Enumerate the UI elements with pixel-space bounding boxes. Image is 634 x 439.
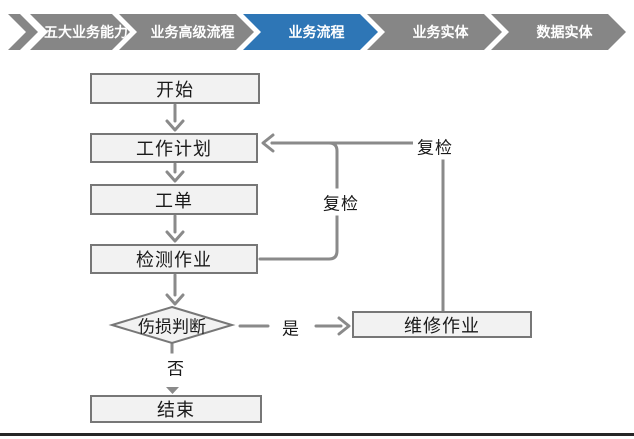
nav-step-label: 业务实体 (412, 24, 469, 40)
flow-node-inspect: 检测作业 (90, 244, 258, 274)
edge-label-recheck-inspect: 复检 (319, 188, 363, 216)
flow-node-label: 工作计划 (136, 139, 212, 159)
nav-step-business-process[interactable]: 业务流程 (243, 14, 378, 50)
flow-node-label: 开始 (156, 79, 194, 100)
flow-node-label: 维修作业 (404, 315, 480, 336)
nav-step-label: 业务流程 (288, 24, 345, 40)
flow-node-label: 工单 (155, 190, 193, 211)
nav-step-business-entity[interactable]: 业务实体 (367, 14, 502, 50)
flow-node-order: 工单 (90, 184, 258, 215)
slide-bottom-border (0, 433, 634, 436)
flow-node-start: 开始 (90, 73, 260, 104)
arrowhead-down-icon (165, 293, 185, 306)
edge-repair-recheck (270, 141, 445, 313)
flow-node-repair: 维修作业 (352, 311, 532, 338)
arrowhead-down-icon (165, 170, 185, 183)
nav-step-label: 五大业务能力 (44, 24, 128, 40)
arrowhead-small-down-icon (166, 387, 179, 394)
nav-step-five-capabilities[interactable]: 五大业务能力 (30, 14, 130, 50)
arrowhead-right-icon (337, 316, 351, 336)
edge-label-no: 否 (163, 353, 189, 381)
flow-node-plan: 工作计划 (90, 133, 258, 163)
flow-node-label: 结束 (157, 400, 195, 420)
flow-node-judge-label: 伤损判断 (138, 317, 206, 337)
nav-step-label: 数据实体 (536, 24, 593, 40)
nav-step-data-entity[interactable]: 数据实体 (491, 14, 626, 50)
edge-label-yes: 是 (278, 313, 304, 341)
flow-node-end: 结束 (90, 395, 262, 423)
edge-label-recheck-repair: 复检 (413, 132, 457, 160)
nav-step-high-level-process[interactable]: 业务高级流程 (119, 14, 254, 50)
arrowhead-down-icon (165, 119, 185, 132)
arrowhead-down-icon (165, 230, 185, 243)
arrowhead-left-icon (261, 133, 275, 153)
nav-step-label: 业务高级流程 (150, 24, 235, 40)
flow-node-label: 检测作业 (136, 250, 212, 270)
decision-diamond-shape (108, 305, 236, 345)
